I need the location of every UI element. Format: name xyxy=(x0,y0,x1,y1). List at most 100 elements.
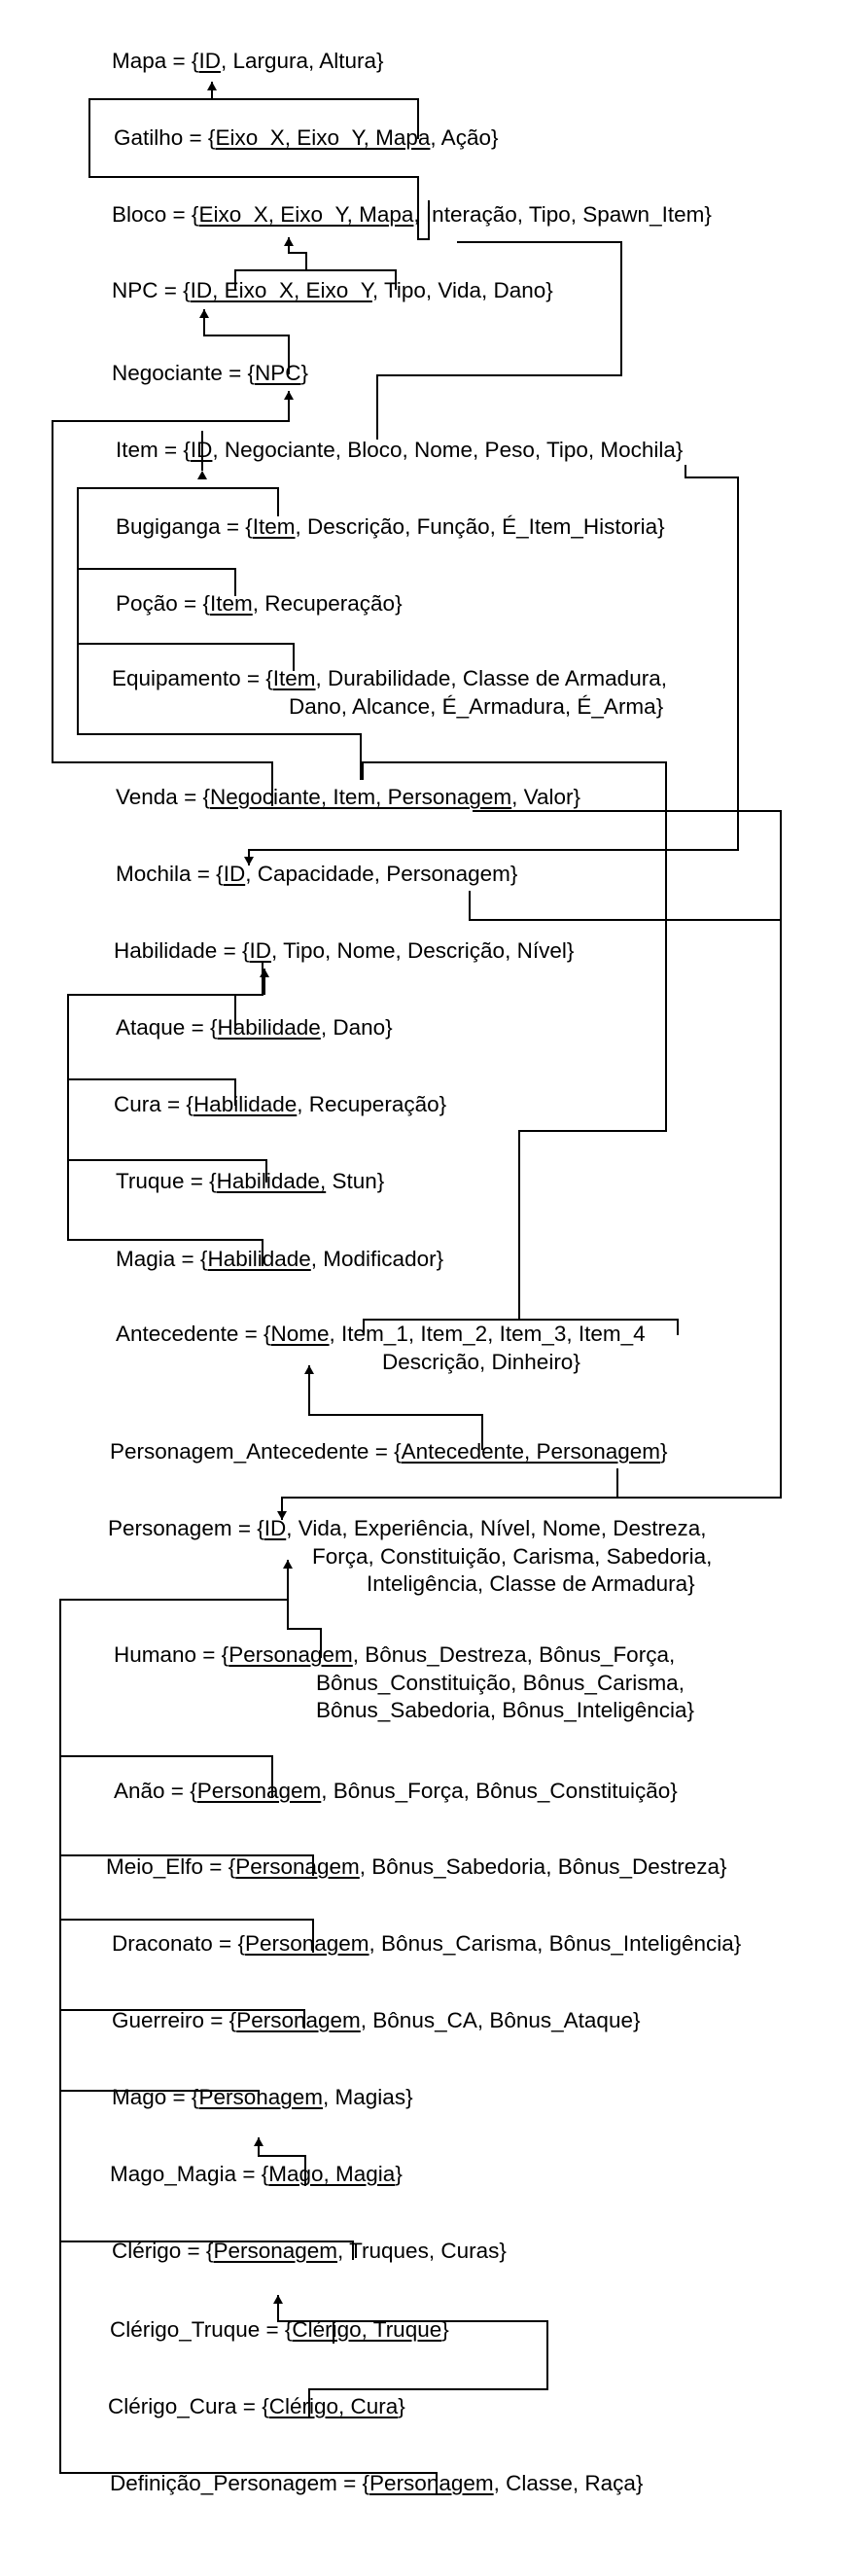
relation-header-line: Personagem = {ID, Vida, Experiência, Nív… xyxy=(108,1515,712,1543)
key-attributes: Antecedente, Personagem xyxy=(401,1439,661,1464)
relation-text: , Valor} xyxy=(511,785,581,809)
relation-text: , Descrição, Função, É_Item_Historia} xyxy=(295,514,665,539)
key-attributes: Item xyxy=(209,591,253,616)
fk-antecedente-items-bracket xyxy=(363,1319,679,1335)
relation-header-line: Bloco = {Eixo_X, Eixo_Y, Mapa, Interação… xyxy=(112,201,712,229)
key-attributes: ID, Eixo_X, Eixo_Y xyxy=(190,278,372,302)
relation-text: Mago_Magia = { xyxy=(110,2162,269,2186)
key-attributes: Negociante, Item, Personagem xyxy=(209,785,512,809)
key-attributes: Personagem xyxy=(369,2471,494,2495)
relation-header-line: Guerreiro = {Personagem, Bônus_CA, Bônus… xyxy=(112,2007,641,2035)
relation-header-line: Habilidade = {ID, Tipo, Nome, Descrição,… xyxy=(114,937,574,966)
relation-header-line: Personagem_Antecedente = {Antecedente, P… xyxy=(110,1438,668,1466)
relation-header-line: Poção = {Item, Recuperação} xyxy=(116,590,403,618)
relation-header-line: Meio_Elfo = {Personagem, Bônus_Sabedoria… xyxy=(106,1853,727,1882)
relation-text: Inteligência, Classe de Armadura} xyxy=(367,1571,695,1596)
fk-equipamento-item-line xyxy=(78,643,295,671)
key-attributes: Clérigo, Cura xyxy=(268,2394,399,2418)
relation-header-line: Clérigo_Cura = {Clérigo, Cura} xyxy=(108,2393,405,2421)
relation-antecedente: Antecedente = {Nome, Item_1, Item_2, Ite… xyxy=(116,1321,646,1376)
arrow-to-clerigo xyxy=(273,2295,283,2304)
key-attributes: ID xyxy=(223,862,246,886)
relation-text: Stun} xyxy=(326,1169,385,1193)
relation-continuation-line: Força, Constituição, Carisma, Sabedoria, xyxy=(108,1543,712,1571)
relation-text: , Recuperação} xyxy=(297,1092,447,1116)
relation-text: Anão = { xyxy=(114,1779,197,1803)
relation-text: , Durabilidade, Classe de Armadura, xyxy=(315,666,667,690)
arrow-to-personagem xyxy=(283,1560,293,1569)
fk-clerigo-personagem-line xyxy=(60,2241,354,2260)
relation-text: Bloco = { xyxy=(112,202,199,227)
relation-npc: NPC = {ID, Eixo_X, Eixo_Y, Tipo, Vida, D… xyxy=(112,277,553,305)
key-attributes: Personagem xyxy=(244,1931,369,1956)
relation-text: , Classe, Raça} xyxy=(493,2471,644,2495)
arrow-to-npc xyxy=(199,309,209,318)
relation-text: Descrição, Dinheiro} xyxy=(382,1349,580,1374)
relation-text: Bônus_Constituição, Bônus_Carisma, xyxy=(316,1670,685,1695)
relation-continuation-line: Dano, Alcance, É_Armadura, É_Arma} xyxy=(112,693,667,722)
key-attributes: Eixo_X, Eixo_Y, Mapa xyxy=(198,202,414,227)
relation-bloco: Bloco = {Eixo_X, Eixo_Y, Mapa, Interação… xyxy=(112,201,712,229)
relation-item: Item = {ID, Negociante, Bloco, Nome, Pes… xyxy=(116,437,683,465)
relation-header-line: Ataque = {Habilidade, Dano} xyxy=(116,1014,393,1042)
relation-header-line: Truque = {Habilidade, Stun} xyxy=(116,1168,384,1196)
fk-draconato-personagem-line xyxy=(60,1919,314,1953)
relation-mago-magia: Mago_Magia = {Mago, Magia} xyxy=(110,2161,403,2189)
arrow-to-mochila xyxy=(244,857,254,865)
relation-draconato: Draconato = {Personagem, Bônus_Carisma, … xyxy=(112,1930,741,1958)
relation-text: , Capacidade, Personagem} xyxy=(245,862,518,886)
key-attributes: Mago, Magia xyxy=(268,2162,396,2186)
fk-mochila-personagem-line xyxy=(469,891,781,921)
relation-header-line: Negociante = {NPC} xyxy=(112,360,308,388)
fk-item-bloco-line xyxy=(376,241,622,440)
relation-header-line: Cura = {Habilidade, Recuperação} xyxy=(114,1091,446,1119)
relation-anao: Anão = {Personagem, Bônus_Força, Bônus_C… xyxy=(114,1778,678,1806)
relation-header-line: NPC = {ID, Eixo_X, Eixo_Y, Tipo, Vida, D… xyxy=(112,277,553,305)
relation-text: } xyxy=(395,2162,403,2186)
fk-humano-personagem-line xyxy=(287,1560,322,1658)
relation-text: Venda = { xyxy=(116,785,210,809)
relation-header-line: Clérigo = {Personagem, Truques, Curas} xyxy=(112,2238,507,2266)
relation-text: } xyxy=(300,361,309,385)
relation-header-line: Mapa = {ID, Largura, Altura} xyxy=(112,48,384,76)
relation-meio-elfo: Meio_Elfo = {Personagem, Bônus_Sabedoria… xyxy=(106,1853,727,1882)
relation-header-line: Bugiganga = {Item, Descrição, Função, É_… xyxy=(116,513,665,542)
relation-text: , Bônus_Força, Bônus_Constituição} xyxy=(321,1779,678,1803)
relation-bugiganga: Bugiganga = {Item, Descrição, Função, É_… xyxy=(116,513,665,542)
relation-text: , Magias} xyxy=(323,2085,413,2109)
relation-text: NPC = { xyxy=(112,278,191,302)
relation-habilidade: Habilidade = {ID, Tipo, Nome, Descrição,… xyxy=(114,937,574,966)
relation-truque: Truque = {Habilidade, Stun} xyxy=(116,1168,384,1196)
relation-header-line: Humano = {Personagem, Bônus_Destreza, Bô… xyxy=(114,1641,694,1670)
relation-header-line: Venda = {Negociante, Item, Personagem, V… xyxy=(116,784,580,812)
relation-text: Dano, Alcance, É_Armadura, É_Arma} xyxy=(289,693,664,719)
fk-guerreiro-personagem-line xyxy=(60,2009,305,2029)
fk-cura-habilidade-line xyxy=(68,1078,236,1106)
relation-text: , Tipo, Vida, Dano} xyxy=(371,278,553,302)
relation-continuation-line: Inteligência, Classe de Armadura} xyxy=(108,1570,712,1599)
relation-text: Mago = { xyxy=(112,2085,199,2109)
key-attributes: ID xyxy=(249,938,271,963)
arrow-to-antecedente xyxy=(304,1365,314,1374)
key-attributes: NPC xyxy=(255,361,301,385)
fk-item-mochila-line xyxy=(248,465,739,865)
key-attributes: Eixo_X, Eixo_Y, Mapa xyxy=(215,125,431,150)
relation-text: Habilidade = { xyxy=(114,938,250,963)
relation-header-line: Draconato = {Personagem, Bônus_Carisma, … xyxy=(112,1930,741,1958)
relation-text: , Bônus_CA, Bônus_Ataque} xyxy=(360,2008,641,2032)
fk-negociante-npc-line xyxy=(203,309,290,374)
key-attributes: Personagem xyxy=(228,1642,353,1667)
key-attributes: Item xyxy=(252,514,296,539)
key-attributes: Habilidade xyxy=(207,1247,311,1271)
relation-humano: Humano = {Personagem, Bônus_Destreza, Bô… xyxy=(114,1641,694,1725)
relation-text: , Recuperação} xyxy=(252,591,403,616)
relation-header-line: Item = {ID, Negociante, Bloco, Nome, Pes… xyxy=(116,437,683,465)
relation-text: Clérigo_Cura = { xyxy=(108,2394,269,2418)
fk-persant-antecedente-line xyxy=(308,1365,483,1450)
relation-text: Truque = { xyxy=(116,1169,217,1193)
relation-clerigo: Clérigo = {Personagem, Truques, Curas} xyxy=(112,2238,507,2266)
arrow-to-mago xyxy=(254,2137,263,2146)
fk-subtypes-personagem-spine xyxy=(59,1599,438,2494)
relation-mago: Mago = {Personagem, Magias} xyxy=(112,2084,413,2112)
